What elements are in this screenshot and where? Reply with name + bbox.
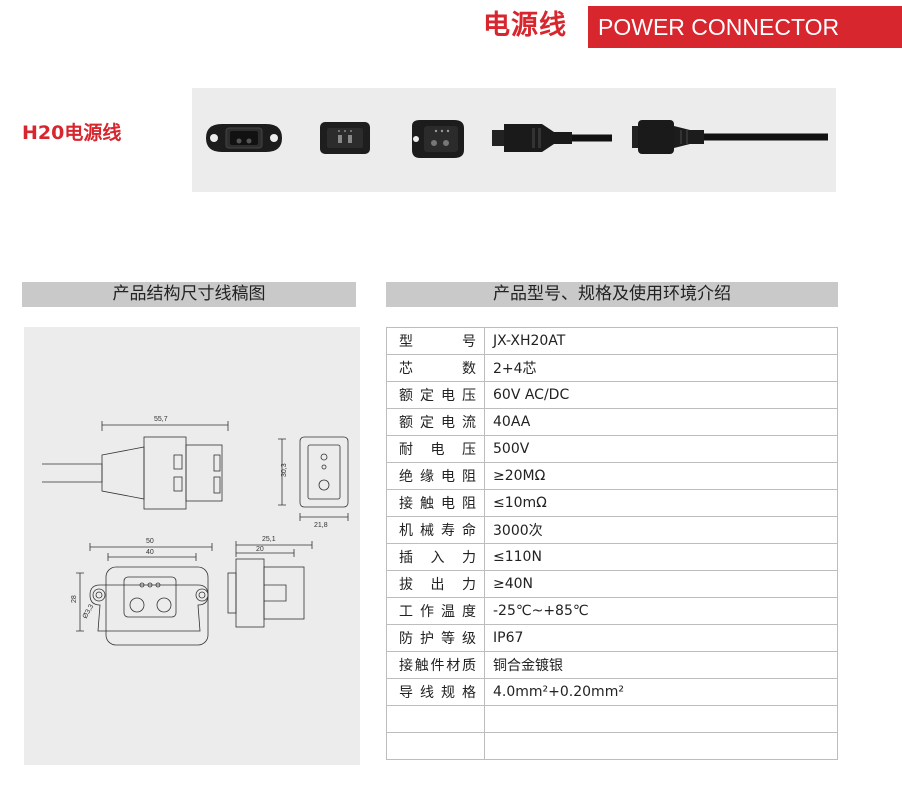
spec-value: 4.0mm²+0.20mm² bbox=[484, 678, 838, 706]
dim-inner-width: 40 bbox=[146, 549, 154, 556]
spec-row: 拔出力≥40N bbox=[386, 570, 838, 598]
spec-section-header: 产品型号、规格及使用环境介绍 bbox=[386, 282, 838, 307]
product-photo-strip bbox=[192, 88, 836, 192]
spec-value: ≤110N bbox=[484, 543, 838, 571]
spec-value: 40AA bbox=[484, 408, 838, 436]
spec-row: 接触件材质铜合金镀银 bbox=[386, 651, 838, 679]
spec-value: 3000次 bbox=[484, 516, 838, 544]
spec-row: 接触电阻≤10mΩ bbox=[386, 489, 838, 517]
drawing-section-header: 产品结构尺寸线稿图 bbox=[22, 282, 356, 307]
spec-row bbox=[386, 705, 838, 733]
spec-key: 耐电压 bbox=[386, 435, 485, 463]
spec-key: 插入力 bbox=[386, 543, 485, 571]
spec-value: 铜合金镀银 bbox=[484, 651, 838, 679]
dim-top-width: 55,7 bbox=[154, 416, 168, 423]
spec-row bbox=[386, 732, 838, 760]
photo-receptacle-cable bbox=[632, 120, 828, 154]
spec-key: 额定电压 bbox=[386, 381, 485, 409]
spec-key: 接触件材质 bbox=[386, 651, 485, 679]
spec-row: 绝缘电阻≥20MΩ bbox=[386, 462, 838, 490]
spec-key: 接触电阻 bbox=[386, 489, 485, 517]
photo-flange-connector bbox=[206, 124, 282, 152]
spec-value bbox=[484, 732, 838, 760]
dim-height: 30,3 bbox=[281, 463, 288, 477]
dim-hole-dia: Ø3,3 bbox=[82, 603, 96, 620]
spec-value: -25℃~+85℃ bbox=[484, 597, 838, 625]
spec-value: ≤10mΩ bbox=[484, 489, 838, 517]
spec-key bbox=[386, 705, 485, 733]
spec-key: 绝缘电阻 bbox=[386, 462, 485, 490]
spec-value bbox=[484, 705, 838, 733]
product-name: H20电源线 bbox=[22, 122, 122, 144]
spec-key: 防护等级 bbox=[386, 624, 485, 652]
header-title-cn: 电源线 bbox=[483, 10, 567, 41]
spec-key: 型号 bbox=[386, 327, 485, 355]
spec-row: 插入力≤110N bbox=[386, 543, 838, 571]
header-title-en: POWER CONNECTOR bbox=[588, 6, 902, 48]
spec-row: 工作温度-25℃~+85℃ bbox=[386, 597, 838, 625]
dim-flange-height: 28 bbox=[71, 595, 78, 603]
spec-value: 2+4芯 bbox=[484, 354, 838, 382]
dim-depth-inner: 20 bbox=[256, 546, 264, 553]
dim-depth-outer: 25,1 bbox=[262, 536, 276, 543]
spec-key: 芯数 bbox=[386, 354, 485, 382]
spec-value: 500V bbox=[484, 435, 838, 463]
spec-key: 导线规格 bbox=[386, 678, 485, 706]
dim-flange-width: 50 bbox=[146, 538, 154, 545]
spec-value: ≥40N bbox=[484, 570, 838, 598]
spec-value: 60V AC/DC bbox=[484, 381, 838, 409]
spec-key: 工作温度 bbox=[386, 597, 485, 625]
spec-value: ≥20MΩ bbox=[484, 462, 838, 490]
dim-side-width: 21,8 bbox=[314, 522, 328, 529]
spec-key bbox=[386, 732, 485, 760]
spec-key: 拔出力 bbox=[386, 570, 485, 598]
spec-key: 额定电流 bbox=[386, 408, 485, 436]
product-photos-illustration bbox=[206, 120, 828, 158]
dimension-drawing-panel: 55,7 30,3 21,8 50 40 28 Ø3,3 25,1 20 bbox=[24, 327, 360, 765]
dimension-drawing: 55,7 30,3 21,8 50 40 28 Ø3,3 25,1 20 bbox=[42, 416, 349, 646]
photo-plug-face bbox=[320, 122, 370, 154]
spec-value: IP67 bbox=[484, 624, 838, 652]
photo-panel-connector bbox=[412, 120, 464, 158]
spec-key: 机械寿命 bbox=[386, 516, 485, 544]
photo-plug-cable bbox=[492, 124, 612, 152]
spec-value: JX-XH20AT bbox=[484, 327, 838, 355]
